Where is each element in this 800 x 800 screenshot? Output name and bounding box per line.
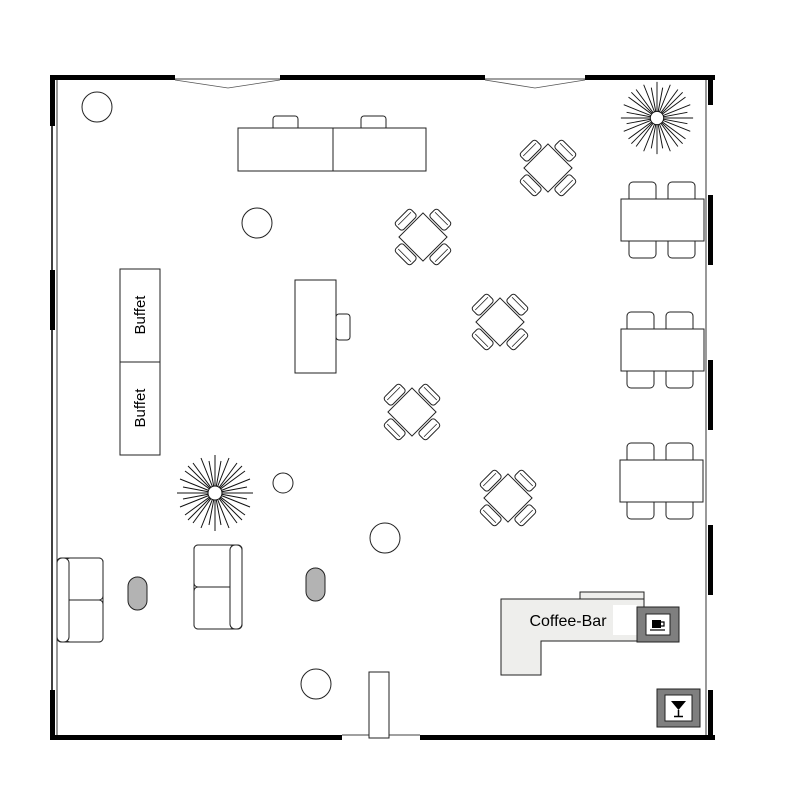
sofas [56, 544, 243, 643]
buffet-counter [119, 268, 161, 363]
desk [332, 127, 427, 172]
square-table-set [381, 195, 466, 280]
buffet-label: Buffet [132, 295, 149, 335]
round-table [241, 207, 273, 239]
sofa [56, 557, 104, 643]
rect-table-set [619, 442, 704, 520]
round-table [81, 91, 113, 123]
square-table-set [370, 370, 455, 455]
rect-table-set [620, 181, 705, 259]
round-table [300, 668, 332, 700]
square-tables [370, 126, 591, 541]
walls [50, 75, 715, 740]
square-table-set [466, 456, 551, 541]
square-table-set [458, 280, 543, 365]
center-desk [294, 279, 351, 374]
sofa [193, 544, 243, 630]
round-table [272, 472, 294, 494]
desk [237, 127, 334, 172]
desks [237, 115, 427, 172]
round-tables [81, 91, 401, 700]
potted-plant-icon [620, 81, 694, 155]
rect-table-set [620, 311, 705, 389]
bench [305, 567, 326, 602]
buffet-counter [119, 361, 161, 456]
benches [127, 567, 326, 611]
bench [127, 576, 148, 611]
coffee-cup-icon [636, 606, 680, 643]
round-table [369, 522, 401, 554]
coffee-bar: Coffee-Bar [500, 591, 680, 676]
coffee-bar-label: Coffee-Bar [529, 613, 607, 630]
rect-tables [619, 181, 705, 520]
square-table-set [506, 126, 591, 211]
buffet-label: Buffet [132, 388, 149, 428]
potted-plant-icon [176, 454, 254, 532]
buffet-counters: Buffet Buffet [119, 268, 161, 456]
cocktail-glass-icon [656, 688, 701, 728]
